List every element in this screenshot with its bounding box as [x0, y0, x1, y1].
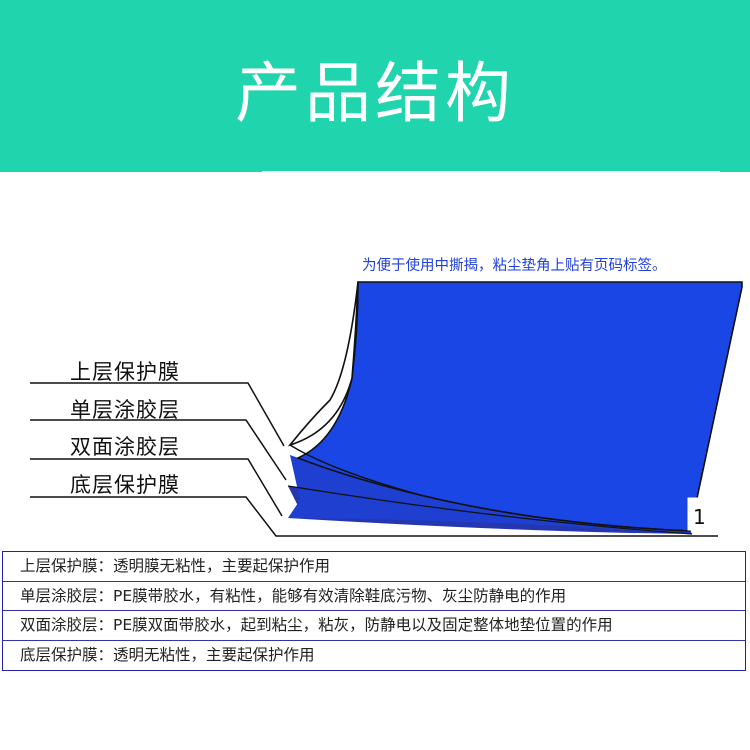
header-banner: 产品结构	[0, 0, 750, 172]
header-divider	[262, 171, 720, 172]
description-row-double-adhesive: 双面涂胶层：PE膜双面带胶水，起到粘尘，粘灰，防静电以及固定整体地垫位置的作用	[3, 611, 745, 641]
double-sided-layer-shape	[288, 455, 692, 534]
description-row-top-film: 上层保护膜：透明膜无粘性，主要起保护作用	[3, 552, 745, 582]
label-bottom-protective-film: 底层保护膜	[70, 473, 180, 497]
page-number-tab	[687, 497, 721, 531]
page-title: 产品结构	[235, 55, 515, 132]
description-table: 上层保护膜：透明膜无粘性，主要起保护作用 单层涂胶层：PE膜带胶水，有粘性，能够…	[2, 551, 746, 671]
peel-edge	[289, 444, 691, 532]
leader-line-bottom-film	[30, 496, 718, 537]
page-label-note: 为便于使用中撕揭，粘尘垫角上贴有页码标签。	[362, 258, 667, 274]
page-number-label: 1	[693, 505, 706, 529]
leader-line-single-adhesive	[30, 419, 287, 481]
description-row-single-adhesive: 单层涂胶层：PE膜带胶水，有粘性，能够有效清除鞋底污物、灰尘防静电的作用	[3, 582, 745, 611]
leader-line-double-adhesive	[30, 458, 283, 517]
peel-edge-lower	[287, 485, 693, 535]
label-top-protective-film: 上层保护膜	[70, 360, 180, 384]
label-single-adhesive-layer: 单层涂胶层	[70, 398, 180, 422]
label-double-adhesive-layer: 双面涂胶层	[70, 435, 180, 459]
leader-line-top-film	[30, 382, 285, 447]
description-row-bottom-film: 底层保护膜：透明无粘性，主要起保护作用	[20, 645, 315, 664]
